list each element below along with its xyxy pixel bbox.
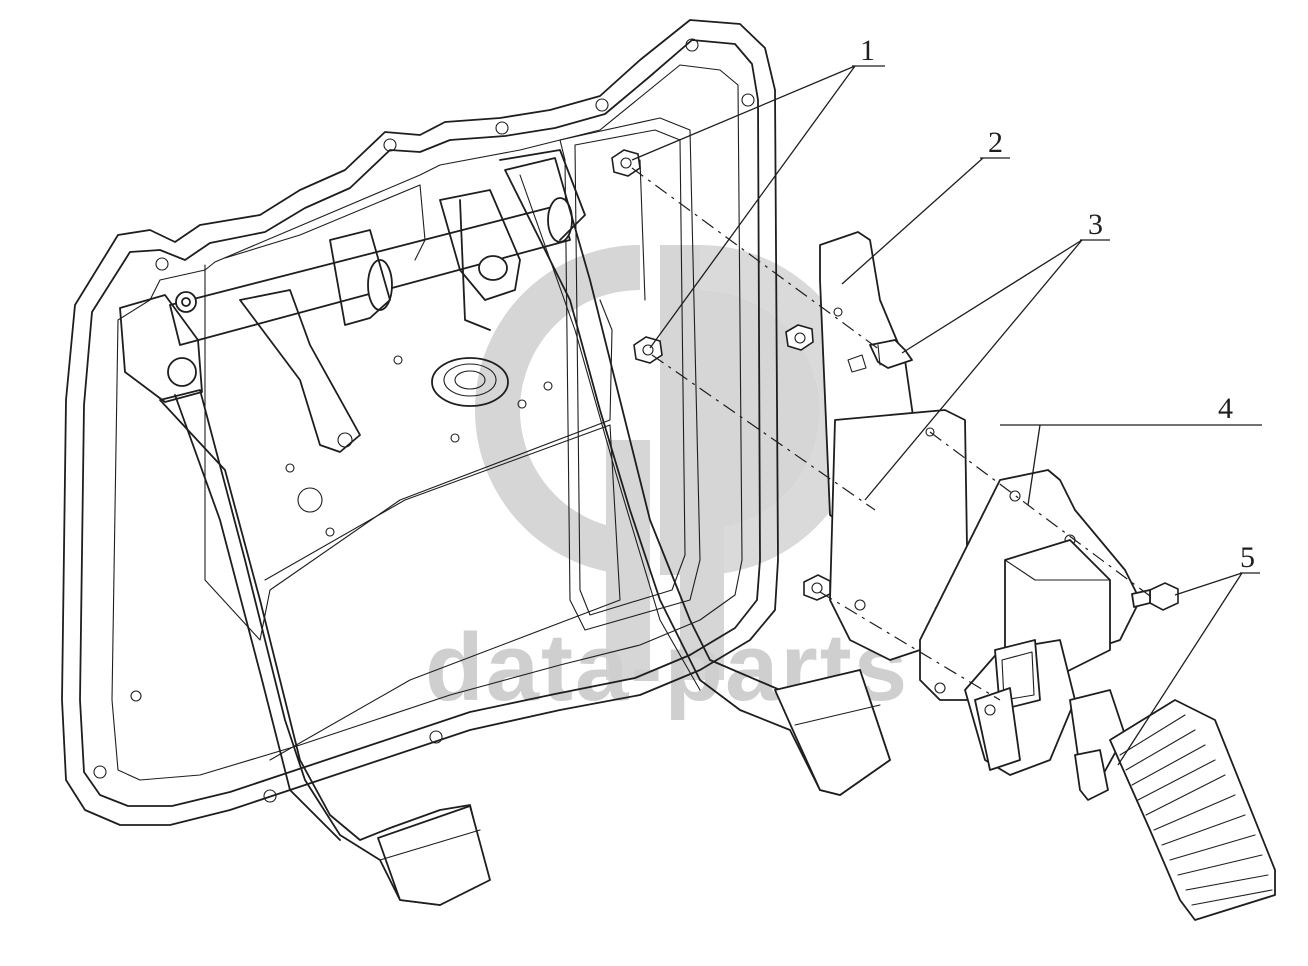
callout-2: 2 [988, 126, 1003, 159]
callout-4: 4 [1218, 392, 1233, 425]
part-4-accelerator-housing [919, 469, 1179, 776]
part-5-accelerator-pedal [1069, 689, 1276, 921]
clutch-pedal [159, 289, 491, 906]
assembly-axis-lines [631, 167, 1151, 701]
callout-5: 5 [1240, 541, 1255, 574]
callout-labels: 1 2 3 4 5 [860, 34, 1255, 574]
callout-3: 3 [1088, 208, 1103, 241]
callout-1: 1 [860, 34, 875, 67]
pedal-box-frame [61, 19, 779, 826]
pedal-shaft [119, 149, 586, 403]
brake-pedal [504, 157, 891, 796]
callout-leaders [631, 65, 1262, 766]
